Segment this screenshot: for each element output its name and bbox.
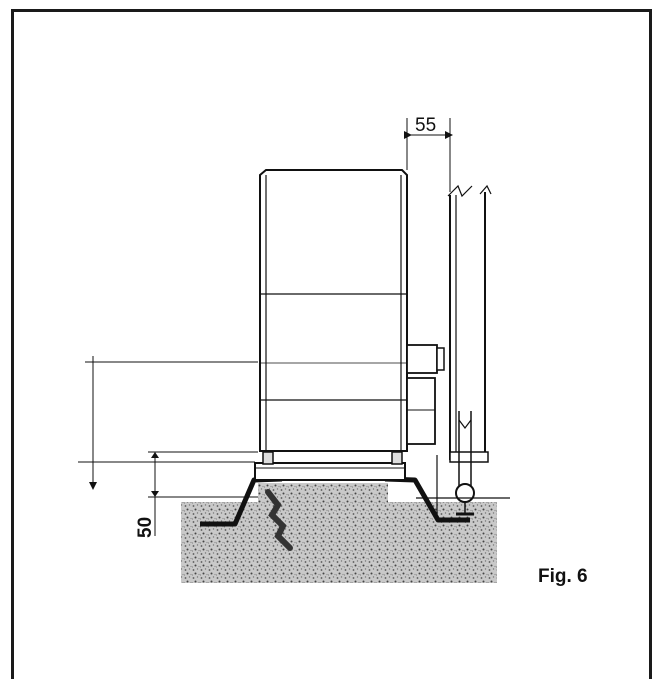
- dimension-55-label: 55: [415, 115, 436, 136]
- figure-label: Fig. 6: [538, 566, 588, 587]
- pinion: [436, 347, 445, 371]
- dimension-50-label: 50: [135, 517, 156, 538]
- nut-left: [262, 451, 274, 465]
- pinion-housing: [406, 344, 438, 374]
- figure-frame: [11, 9, 652, 679]
- anchor-bolt: [265, 489, 293, 551]
- base-plate: [254, 462, 406, 481]
- motor-body: [259, 169, 408, 452]
- gate-bottom: [449, 451, 489, 463]
- nut-right: [391, 451, 403, 465]
- gate-wheel: [455, 483, 475, 503]
- gear-lower: [406, 377, 436, 445]
- ground-concrete: [181, 483, 497, 583]
